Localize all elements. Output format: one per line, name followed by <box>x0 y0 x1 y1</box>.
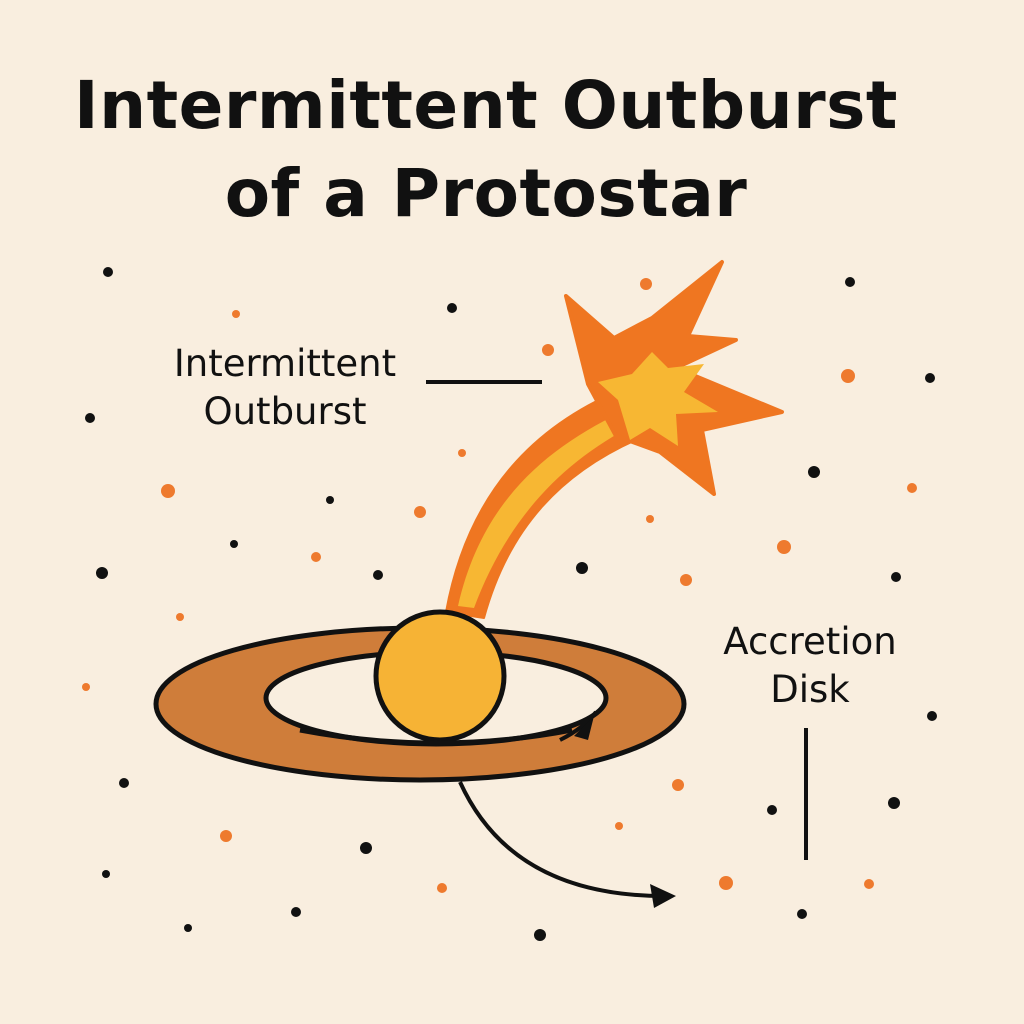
title-line-1: Intermittent Outburst <box>74 67 898 144</box>
rotation-arrowhead <box>574 716 594 740</box>
label-outburst-line-1: Intermittent <box>173 342 397 385</box>
material-flow-arrow <box>458 781 665 898</box>
label-disk-line-2: Disk <box>770 668 850 711</box>
label-disk-line-1: Accretion <box>723 620 897 663</box>
disk-front-rim <box>299 727 573 746</box>
diagram-title: Intermittent Outburst of a Protostar <box>0 62 972 238</box>
title-line-2: of a Protostar <box>224 155 748 232</box>
label-intermittent-outburst: Intermittent Outburst <box>150 340 420 436</box>
outburst-flare <box>564 260 784 496</box>
black-dots <box>85 267 937 941</box>
material-flow-arrowhead <box>650 884 676 908</box>
orange-dots <box>82 278 917 893</box>
label-outburst-line-2: Outburst <box>203 390 367 433</box>
star-field <box>82 267 937 941</box>
protostar-core <box>373 609 507 743</box>
rotation-arrow <box>559 710 598 742</box>
label-accretion-disk: Accretion Disk <box>690 618 930 714</box>
